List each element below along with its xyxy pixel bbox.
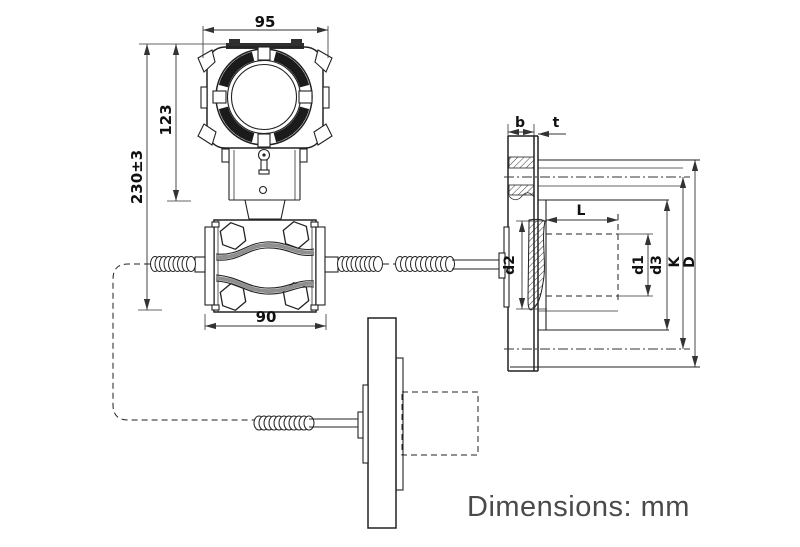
dim-b-label: b: [515, 115, 525, 131]
display-window: [230, 63, 298, 131]
dim-230-label: 230±3: [128, 150, 146, 204]
diaphragm-seam: [215, 242, 315, 260]
seal-insert-hidden: [401, 391, 479, 456]
flange-section-view: b t L d2 d1 d3 K: [498, 115, 700, 372]
bezel-slot: [257, 133, 271, 148]
dim-95-label: 95: [255, 13, 276, 31]
cover-tab: [310, 221, 319, 228]
vent-stem: [260, 159, 268, 172]
corner-ear: [314, 49, 333, 73]
hatch-section: [508, 156, 535, 169]
corner-ear: [197, 123, 217, 146]
dim-L-label: L: [577, 203, 586, 219]
bezel-ring-segment: [218, 106, 255, 143]
bezel-slot: [212, 90, 227, 104]
capillary-port-left: [194, 256, 206, 273]
capillary-stem: [309, 418, 359, 428]
dim-90-label: 90: [256, 308, 277, 326]
end-cover: [315, 226, 326, 306]
dim-90: 90: [204, 308, 327, 330]
flange-disc: [367, 317, 397, 529]
dim-230: 230±3: [128, 44, 162, 311]
dim-d3-label: d3: [649, 255, 665, 275]
dim-d2-label: d2: [502, 255, 518, 275]
break-line: [508, 192, 535, 201]
connector-boss-step: [498, 252, 506, 279]
neck-adapter: [244, 199, 286, 220]
side-boss: [200, 86, 208, 109]
capillary-left: [112, 256, 256, 421]
dim-123-label: 123: [157, 104, 175, 135]
corner-ear: [313, 123, 333, 146]
dim-D-label: D: [682, 256, 698, 268]
capillary-boss: [362, 384, 369, 464]
top-lug: [229, 39, 240, 44]
capsule-body: [194, 219, 339, 313]
cover-tab: [211, 304, 220, 311]
transmitter-head: [197, 39, 333, 175]
neck-tab: [221, 148, 230, 163]
hatch-section: [508, 184, 535, 196]
dim-t: t: [538, 115, 566, 138]
dim-d1: d1: [618, 233, 653, 297]
vent-base: [258, 169, 270, 175]
bezel-outer-circle: [215, 48, 313, 146]
electronics-neck: [221, 148, 308, 220]
front-view: 95 123 230±3 90: [128, 13, 339, 330]
top-bar: [226, 43, 304, 49]
corner-ear: [197, 49, 216, 73]
hex-bolt: [219, 221, 247, 251]
bezel-slot: [257, 46, 271, 61]
diaphragm-seam: [215, 276, 315, 294]
diaphragm-section: [527, 218, 546, 311]
top-lug: [291, 39, 302, 44]
bezel-slot: [298, 90, 313, 104]
capillary-boss-step: [357, 411, 364, 439]
vent-screw-center: [262, 153, 266, 157]
dim-d1-label: d1: [631, 255, 647, 275]
side-boss: [322, 86, 330, 109]
bezel-ring-segment: [273, 51, 310, 88]
capillary-tube-run: [112, 263, 256, 421]
dim-L: L: [546, 203, 618, 224]
dim-d2: d2: [502, 220, 547, 310]
capillary-port-right: [324, 256, 339, 273]
dim-b: b: [507, 115, 535, 136]
flange-hub: [395, 357, 404, 491]
capillary-right: [337, 256, 499, 272]
neck-tab: [299, 148, 308, 163]
remote-seal-side-view: [357, 317, 479, 529]
cover-tab: [211, 221, 220, 228]
bore-hidden-lines: [546, 214, 619, 302]
dim-123: 123: [139, 43, 228, 202]
bezel-ring-segment: [218, 51, 255, 88]
dim-t-label: t: [553, 115, 560, 131]
hex-bolt: [282, 220, 310, 250]
dim-d3: d3: [649, 200, 671, 330]
dim-D: D: [682, 160, 699, 367]
units-note: Dimensions: mm: [467, 491, 690, 523]
cover-tab: [310, 304, 319, 311]
dim-K: K: [667, 177, 687, 349]
end-cover: [204, 226, 215, 306]
display-window-ring: [226, 59, 302, 135]
capillary-bottom: [253, 415, 359, 431]
dim-95: 95: [202, 13, 329, 58]
neck-screw: [258, 185, 268, 195]
bezel-ring-segment: [273, 106, 310, 143]
capillary-stem: [452, 259, 499, 270]
dim-K-label: K: [667, 255, 683, 267]
